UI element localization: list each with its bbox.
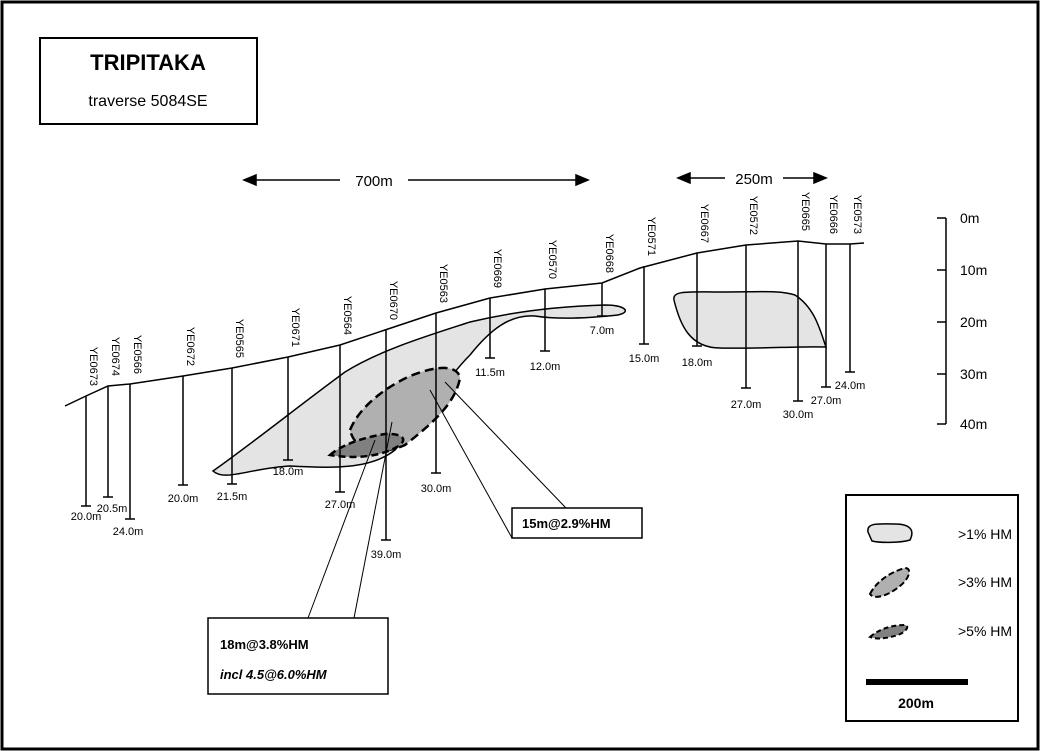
drill-hole-id: YE0564 <box>341 296 353 335</box>
drill-hole-depth: 27.0m <box>325 499 356 511</box>
intercept-callout-2 <box>207 617 389 695</box>
drill-hole-depth: 30.0m <box>783 409 814 421</box>
drill-hole: YE0668 7.0m <box>590 234 615 337</box>
intercept-1-text: 15m@2.9%HM <box>522 516 611 531</box>
drill-hole: YE0674 20.5m <box>97 337 128 515</box>
drill-hole: YE0563 30.0m <box>421 264 452 495</box>
drill-hole-depth: 15.0m <box>629 353 660 365</box>
legend-swatch-1pct <box>867 523 913 544</box>
drill-hole-id: YE0666 <box>827 195 839 234</box>
depth-scale-bar <box>937 217 947 425</box>
distance-250m <box>676 171 828 185</box>
legend-swatch-3pct <box>868 566 911 598</box>
drill-hole: YE0673 20.0m <box>71 347 102 523</box>
zone-1pct-right <box>673 290 828 349</box>
drill-hole-depth: 27.0m <box>731 399 762 411</box>
drill-hole-depth: 24.0m <box>835 380 866 392</box>
drill-hole: YE0672 20.0m <box>168 327 199 505</box>
drill-hole: YE0565 21.5m <box>217 319 248 503</box>
zone-5pct <box>327 432 405 459</box>
legend-swatch-5pct <box>868 623 909 640</box>
drill-hole: YE0564 27.0m <box>325 296 356 511</box>
drill-hole-id: YE0667 <box>698 204 710 243</box>
drill-hole-id: YE0563 <box>437 264 449 303</box>
drill-hole-id: YE0671 <box>289 308 301 347</box>
drill-hole-id: YE0668 <box>603 234 615 273</box>
drill-hole: YE0570 12.0m <box>530 240 561 373</box>
distance-label-700: 700m <box>355 173 393 190</box>
drill-hole-id: YE0571 <box>645 217 657 256</box>
distance-label-250: 250m <box>735 171 773 188</box>
depth-label-30: 30m <box>960 366 987 382</box>
drill-hole-depth: 20.0m <box>168 493 199 505</box>
drill-hole-depth: 24.0m <box>113 526 144 538</box>
depth-label-40: 40m <box>960 416 987 432</box>
drill-hole-id: YE0669 <box>491 249 503 288</box>
intercept-2-line1: 18m@3.8%HM <box>220 637 309 652</box>
drill-hole-id: YE0573 <box>851 195 863 234</box>
drill-hole-id: YE0572 <box>747 196 759 235</box>
drill-hole: YE0667 18.0m <box>682 204 713 369</box>
drill-hole-depth: 39.0m <box>371 549 402 561</box>
drill-hole-id: YE0565 <box>233 319 245 358</box>
drill-hole-id: YE0665 <box>799 192 811 231</box>
legend-label-1pct: >1% HM <box>958 526 1012 542</box>
drill-hole-depth: 21.5m <box>217 491 248 503</box>
drill-hole-depth: 27.0m <box>811 395 842 407</box>
drill-hole-id: YE0566 <box>131 335 143 374</box>
drill-hole-id: YE0570 <box>546 240 558 279</box>
drill-hole-depth: 12.0m <box>530 361 561 373</box>
drill-hole-id: YE0670 <box>387 281 399 320</box>
drill-hole-id: YE0673 <box>87 347 99 386</box>
drill-hole: YE0669 11.5m <box>475 249 505 379</box>
drill-hole-depth: 20.5m <box>97 503 128 515</box>
drill-hole-depth: 18.0m <box>273 466 304 478</box>
drill-hole: YE0566 24.0m <box>113 335 144 538</box>
zone-3pct <box>348 366 462 453</box>
callout-leaders <box>307 381 567 619</box>
drill-hole: YE0671 18.0m <box>273 308 304 478</box>
drill-hole: YE0572 27.0m <box>731 196 762 411</box>
depth-label-0: 0m <box>960 210 979 226</box>
depth-label-20: 20m <box>960 314 987 330</box>
drill-hole-depth: 7.0m <box>590 325 614 337</box>
intercept-2-line2: incl 4.5@6.0%HM <box>220 667 328 682</box>
drill-hole-depth: 11.5m <box>475 367 505 379</box>
legend-scale-label: 200m <box>898 695 934 711</box>
drill-hole-id: YE0672 <box>184 327 196 366</box>
drill-hole: YE0571 15.0m <box>629 217 660 365</box>
drill-hole: YE0670 39.0m <box>371 281 402 561</box>
legend-label-3pct: >3% HM <box>958 574 1012 590</box>
diagram-subtitle: traverse 5084SE <box>88 93 207 110</box>
diagram-title: TRIPITAKA <box>90 50 206 75</box>
drill-holes: YE0673 20.0m YE0674 20.5m YE0566 24.0m YE0672 2… <box>71 192 866 561</box>
drill-hole: YE0666 27.0m <box>811 195 842 407</box>
drill-hole-depth: 20.0m <box>71 511 102 523</box>
depth-label-10: 10m <box>960 262 987 278</box>
drill-hole: YE0573 24.0m <box>835 195 866 392</box>
distance-700m <box>242 173 590 187</box>
title-box <box>39 37 258 125</box>
ground-surface <box>64 240 865 407</box>
drill-hole-depth: 18.0m <box>682 357 713 369</box>
drill-hole-depth: 30.0m <box>421 483 452 495</box>
drill-hole-id: YE0674 <box>109 337 121 376</box>
drill-hole: YE0665 30.0m <box>783 192 814 421</box>
intercept-callout-1 <box>511 507 643 539</box>
legend-label-5pct: >5% HM <box>958 623 1012 639</box>
